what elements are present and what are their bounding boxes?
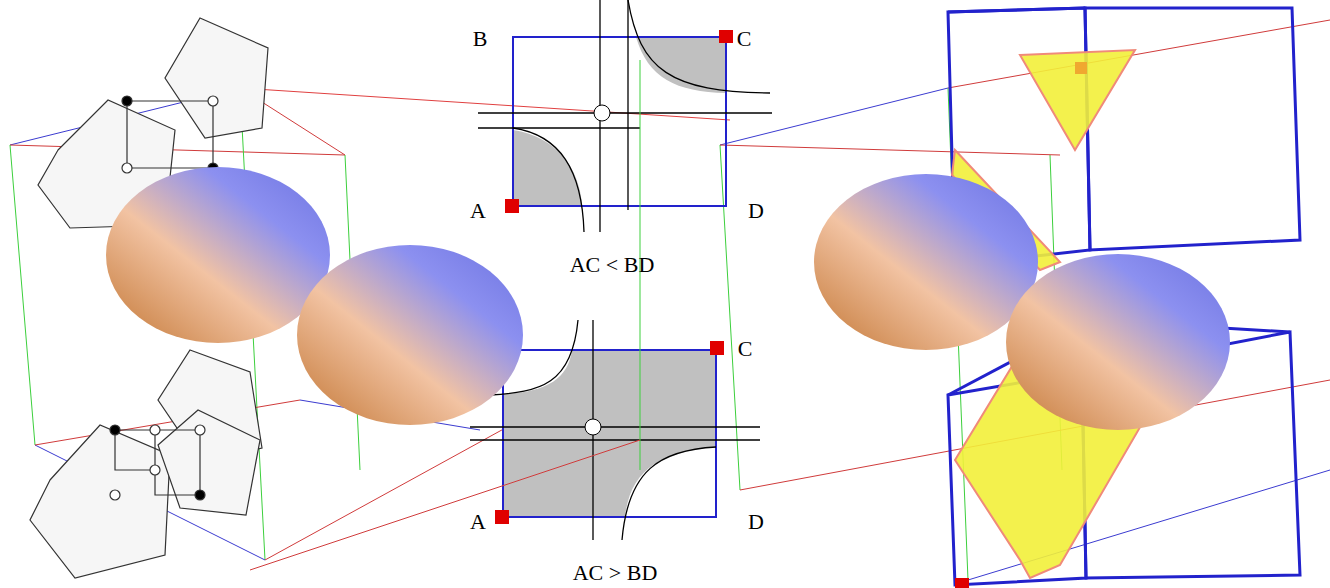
corner-label: C [737,28,752,50]
corner-marker [1075,62,1087,74]
inequality-caption: AC > BD [573,562,658,584]
corner-label: A [470,511,486,533]
corner-label: A [470,200,486,222]
corner-label: D [748,200,764,222]
corner-marker [955,578,969,588]
inequality-caption: AC < BD [570,254,655,276]
wireframe-box [720,20,1330,580]
top-panel [478,0,772,232]
corner-label: D [748,511,764,533]
sphere [106,167,1230,430]
corner-label: B [473,28,488,50]
corner-label: C [738,338,753,360]
